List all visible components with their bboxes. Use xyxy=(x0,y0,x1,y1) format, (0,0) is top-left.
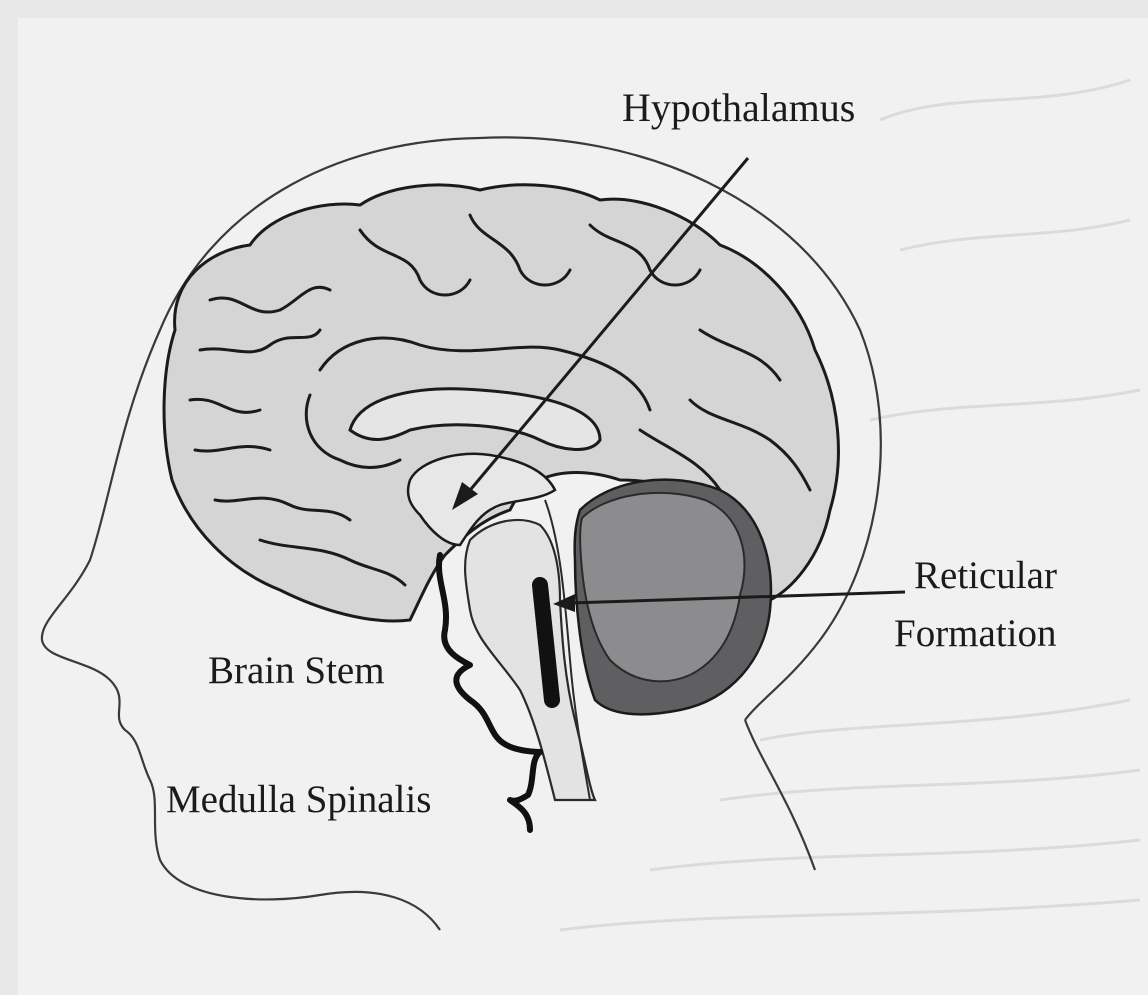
medulla-spinalis-brace xyxy=(510,752,540,830)
label-medulla-spinalis: Medulla Spinalis xyxy=(166,780,431,819)
label-reticular-line1: Reticular xyxy=(914,556,1057,595)
label-reticular-line2: Formation xyxy=(894,614,1057,653)
label-hypothalamus: Hypothalamus xyxy=(622,88,855,128)
label-brain-stem: Brain Stem xyxy=(208,651,385,690)
